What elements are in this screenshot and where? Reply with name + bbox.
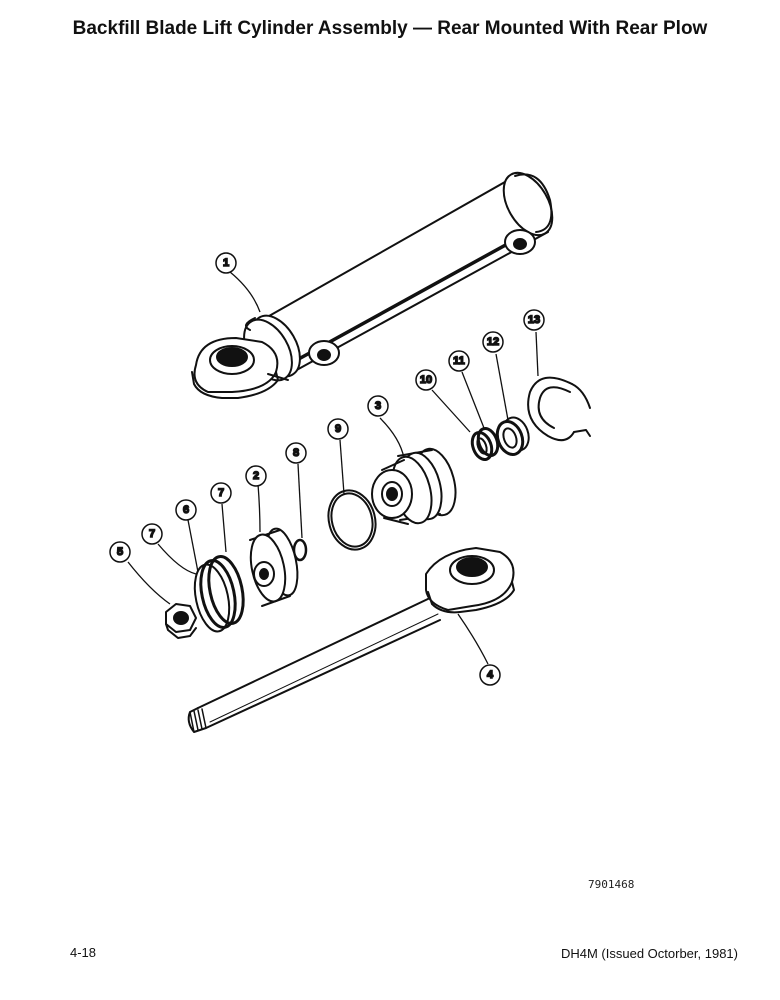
leader-line-11 xyxy=(461,371,485,429)
leader-line-3 xyxy=(379,417,405,459)
wiper-seal-part xyxy=(495,416,530,456)
piston-part xyxy=(249,527,299,607)
rod-guide-part xyxy=(371,447,457,525)
callout-1: 1 xyxy=(215,252,237,274)
callout-4: 4 xyxy=(479,664,501,686)
leader-line-6 xyxy=(187,519,199,573)
leader-line-7b xyxy=(157,543,197,575)
page-number: 4-18 xyxy=(70,945,97,960)
leader-line-8 xyxy=(297,463,303,539)
svg-text:10: 10 xyxy=(420,374,432,386)
svg-text:12: 12 xyxy=(487,336,499,348)
callout-6: 6 xyxy=(175,499,197,521)
svg-text:9: 9 xyxy=(335,423,341,435)
retaining-ring-part xyxy=(527,376,591,442)
svg-text:7: 7 xyxy=(218,487,224,499)
svg-text:1: 1 xyxy=(223,257,229,269)
svg-text:4: 4 xyxy=(487,669,494,681)
svg-text:7: 7 xyxy=(149,528,155,540)
rod-seal-part xyxy=(470,426,500,462)
leader-line-1 xyxy=(229,271,261,313)
callout-12: 12 xyxy=(482,331,504,353)
callout-9: 9 xyxy=(327,418,349,440)
leader-line-4 xyxy=(457,613,489,665)
callout-7a: 7 xyxy=(210,482,232,504)
svg-text:11: 11 xyxy=(453,355,465,367)
hex-nut-part xyxy=(165,603,197,639)
callout-3: 3 xyxy=(367,395,389,417)
callout-2: 2 xyxy=(245,465,267,487)
svg-text:5: 5 xyxy=(117,546,123,558)
leader-line-9 xyxy=(339,439,345,495)
svg-text:13: 13 xyxy=(528,314,540,326)
leader-line-12 xyxy=(495,353,509,421)
callout-10: 10 xyxy=(415,369,437,391)
figure-id: 7901468 xyxy=(588,878,635,891)
svg-text:8: 8 xyxy=(293,447,299,459)
page-title: Backfill Blade Lift Cylinder Assembly — … xyxy=(72,18,708,39)
svg-text:2: 2 xyxy=(253,470,259,482)
leader-line-13 xyxy=(535,331,539,377)
piston-seal-part xyxy=(193,555,245,633)
callout-11: 11 xyxy=(448,350,470,372)
callout-7b: 7 xyxy=(141,523,163,545)
svg-text:6: 6 xyxy=(183,504,189,516)
callout-5: 5 xyxy=(109,541,131,563)
leader-line-7a xyxy=(221,503,227,553)
leader-line-2 xyxy=(257,483,261,533)
cylinder-barrel-part xyxy=(191,171,554,399)
svg-text:3: 3 xyxy=(375,400,381,412)
piston-rod-part xyxy=(187,547,515,733)
callout-13: 13 xyxy=(523,309,545,331)
leader-line-10 xyxy=(431,389,471,433)
leader-line-5 xyxy=(127,561,171,605)
callout-8: 8 xyxy=(285,442,307,464)
document-reference: DH4M (Issued Octorber, 1981) xyxy=(560,946,738,961)
